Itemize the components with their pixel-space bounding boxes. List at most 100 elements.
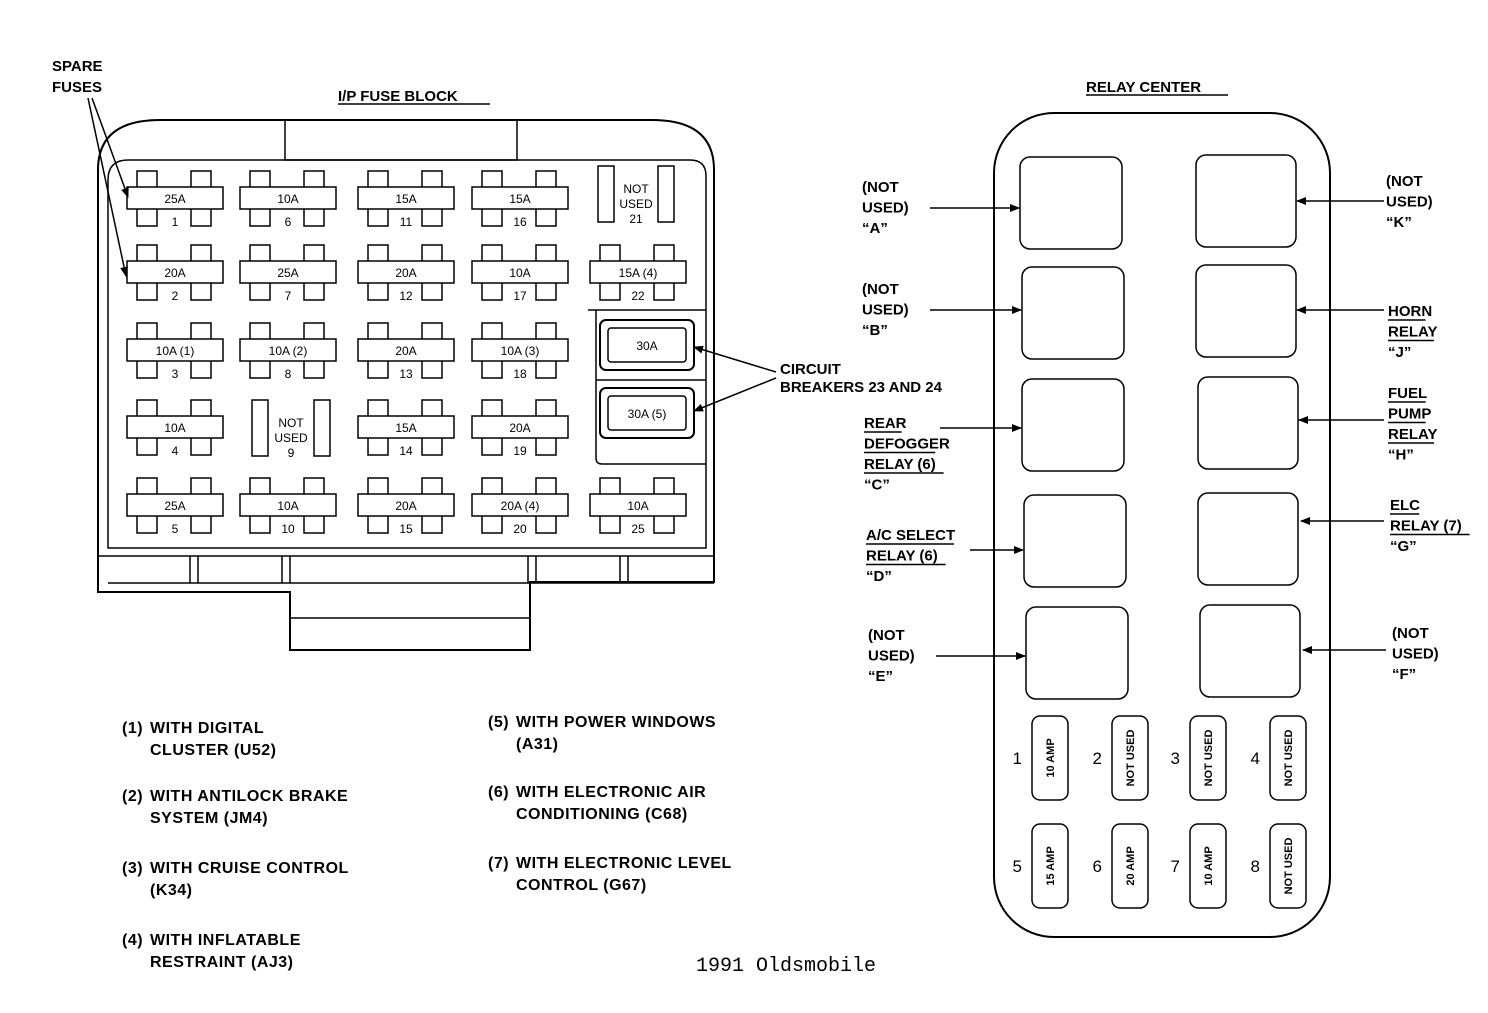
relay-label-line: RELAY (7) [1390,518,1462,535]
fuse-rating: 20A [395,344,416,358]
circuit-breaker-23: 30A [599,319,695,371]
footnote-4-num: (4) [122,932,144,949]
relay-label-line: (NOT [862,281,899,298]
footnote-5-line1: WITH POWER WINDOWS [516,714,717,731]
fuse-body [471,260,569,284]
footnote-4-line1: WITH INFLATABLE [150,932,301,949]
relay-slot-left-5 [1025,606,1129,700]
relay-slot-right-4 [1197,492,1299,586]
ip-fuse-block [97,119,715,651]
relay-labels: (NOTUSED)“A”(NOTUSED)“B”REARDEFOGGERRELA… [862,173,1470,685]
relay-slot-left-2 [1021,266,1125,360]
fuse-rating: 15A [509,192,530,206]
relay-fuse-label: 20 AMP [1125,846,1137,885]
relay-label-line: “B” [862,322,888,339]
relay-label-line: “F” [1392,666,1416,683]
fuse-rating: 20A [509,421,530,435]
relay-fuse-label: 10 AMP [1045,738,1057,777]
relay-label-line: RELAY (6) [864,456,936,473]
fuse-rating: 20A [395,499,416,513]
footnote-5-line2: (A31) [516,736,559,753]
fuse-number: 12 [399,289,413,303]
fuse-rating: 20A (4) [501,499,540,513]
footnote-6: (6)WITH ELECTRONIC AIR CONDITIONING (C68… [488,782,706,826]
fuse-body [239,493,337,517]
relay-label-line: DEFOGGER [864,436,950,453]
fuse-18: 10A (3)18 [471,322,569,381]
footnote-7-num: (7) [488,855,510,872]
footnote-5: (5) WITH POWER WINDOWS (A31) [488,712,716,756]
fuse-grid: 25A110A615A1115A1620A225A720A1210A1715A … [126,170,687,536]
fuse-rating: 25A [164,192,185,206]
relay-fuse-number: 3 [1171,749,1180,768]
breaker-rating: 30A (5) [628,407,667,421]
relay-label-line: “K” [1386,214,1412,231]
footnote-3-num: (3) [122,860,144,877]
fuse-number: 3 [172,367,179,381]
spare-label-line2: FUSES [52,79,102,96]
relay-label-line: FUEL [1388,385,1427,402]
fuse-body [357,260,455,284]
relay-fuse-number: 7 [1171,857,1180,876]
relay-label-line: “E” [868,668,893,685]
relay-label-line: REAR [864,415,907,432]
fuse-body [471,493,569,517]
not-used-number: 9 [288,446,295,460]
fuse-number: 19 [513,444,527,458]
fuse-body [357,493,455,517]
relay-fuse-number: 4 [1251,749,1260,768]
relay-label-line: A/C SELECT [866,527,955,544]
relay-label-line: RELAY (6) [866,548,938,565]
relay-label-line: “G” [1390,538,1417,555]
relay-fuse-label: NOT USED [1203,730,1215,787]
relay-label-line: “D” [866,568,892,585]
footnote-7-line2: CONTROL (G67) [516,877,647,894]
fuse-body [357,415,455,439]
not-used-line1: NOT [278,416,304,430]
relay-slot-right-5 [1199,604,1301,698]
footnote-3-line2: (K34) [150,882,193,899]
relay-fuse-number: 2 [1093,749,1102,768]
relay-label-line: (NOT [862,179,899,196]
relay-slots [1019,154,1301,700]
breaker-bay [588,309,706,465]
not-used-line1: NOT [623,182,649,196]
footnote-5-num: (5) [488,714,510,731]
relay-slot-right-3 [1197,376,1299,470]
not-used-number: 21 [629,212,643,226]
relay-label-line: USED) [1392,646,1439,663]
footnote-7: (7)WITH ELECTRONIC LEVEL CONTROL (G67) [488,853,732,897]
relay-fuse-number: 8 [1251,857,1260,876]
fuse-block-top-tab [284,119,518,161]
fuse-rating: 25A [164,499,185,513]
fuse-body [471,186,569,210]
fuse-number: 6 [285,215,292,229]
fuse-body [239,338,337,362]
fuse-number: 13 [399,367,413,381]
relay-slot-right-1 [1195,154,1297,248]
relay-label-line: “C” [864,477,890,494]
fuse-13: 20A 13 [357,322,455,381]
breaker-rating: 30A [636,339,657,353]
fuse-block-outer [97,119,715,651]
fuse-body [589,260,687,284]
breaker-label-line2: BREAKERS 23 AND 24 [780,379,943,396]
